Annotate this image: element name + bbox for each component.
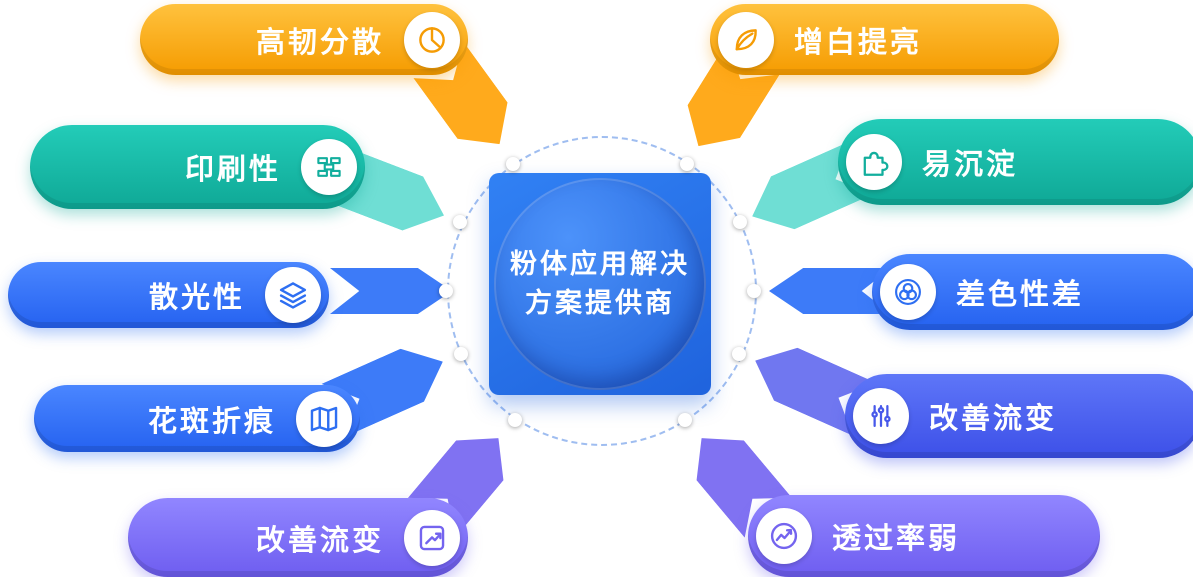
leaf-icon — [718, 11, 774, 68]
pill-label: 高韧分散 — [255, 26, 384, 59]
bricks-icon — [301, 139, 357, 195]
pill-label: 差色性差 — [956, 279, 1085, 311]
pill-left-dispersion: 高韧分散 — [140, 4, 468, 75]
pill-left-light-scattering: 散光性 — [8, 262, 329, 328]
pill-left-mottle-crease: 花斑折痕 — [34, 385, 360, 452]
pill-left-printability: 印刷性 — [30, 125, 365, 209]
center-title: 粉体应用解决 方案提供商 — [494, 178, 706, 390]
trend-up-icon — [404, 509, 460, 566]
layers-icon — [265, 267, 321, 323]
center-badge: 粉体应用解决 方案提供商 — [489, 173, 711, 395]
pill-right-transmittance: 透过率弱 — [748, 495, 1100, 577]
map-icon — [296, 390, 352, 447]
center-title-line1: 粉体应用解决 — [510, 248, 690, 279]
connector-dot — [733, 215, 747, 229]
pie-chart-icon — [404, 11, 460, 68]
connector-dot — [678, 413, 692, 427]
pill-label: 改善流变 — [255, 524, 384, 557]
pill-label: 改善流变 — [929, 403, 1058, 435]
pill-label: 增白提亮 — [794, 26, 923, 59]
connector-dot — [747, 284, 761, 298]
pill-label: 透过率弱 — [832, 523, 961, 555]
puzzle-icon — [846, 134, 902, 190]
arrow-mid-left — [330, 268, 452, 314]
connector-dot — [680, 157, 694, 171]
pill-label: 散光性 — [148, 282, 245, 314]
connector-dot — [732, 347, 746, 361]
pill-label: 易沉淀 — [922, 149, 1019, 181]
connector-dot — [453, 215, 467, 229]
color-circles-icon — [880, 264, 936, 320]
pill-right-whitening: 增白提亮 — [710, 4, 1059, 75]
pill-left-rheology: 改善流变 — [128, 498, 468, 577]
line-chart-icon — [756, 508, 812, 564]
pill-label: 印刷性 — [184, 154, 281, 186]
center-title-line2: 方案提供商 — [525, 288, 675, 318]
pill-label: 花斑折痕 — [147, 405, 276, 438]
pill-right-sedimentation: 易沉淀 — [838, 119, 1193, 205]
connector-dot — [454, 347, 468, 361]
connector-dot — [506, 157, 520, 171]
pill-right-color-difference: 差色性差 — [872, 254, 1193, 330]
pill-right-rheology: 改善流变 — [845, 374, 1193, 458]
connector-dot — [508, 413, 522, 427]
equalizer-icon — [853, 388, 909, 444]
connector-dot — [439, 284, 453, 298]
